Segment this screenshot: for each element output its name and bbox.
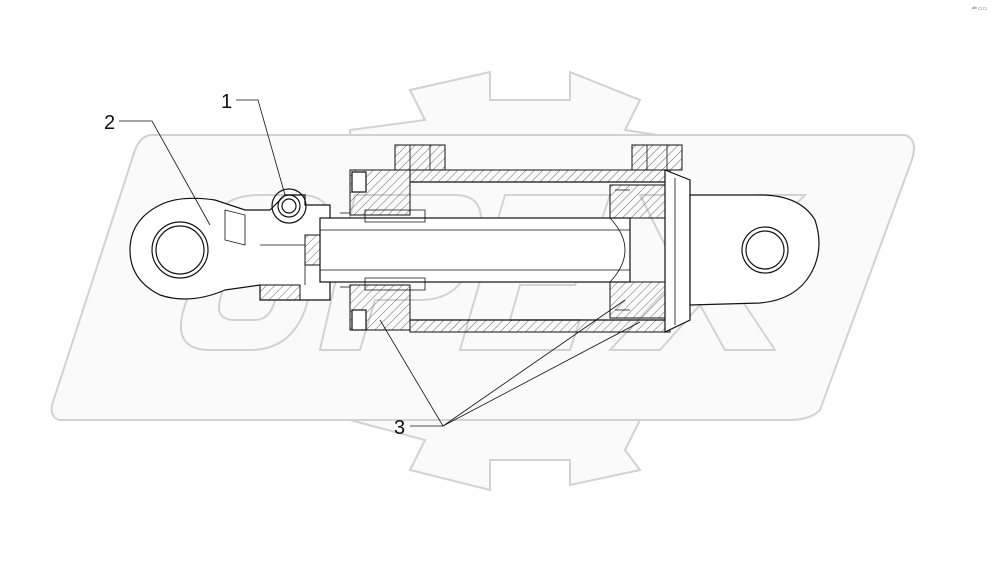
rod-eye-right [689,194,820,306]
grease-nipple [271,188,307,224]
base-cap [664,169,691,333]
callout-1: 1 [221,91,286,196]
corner-mark: ᵉᴹ ▭▭ [972,6,988,12]
piston [609,184,666,319]
callout-3: 3 [379,299,641,439]
cylinder-gland [340,169,426,331]
callout-2: 2 [104,112,211,226]
callout-label-2: 2 [104,112,115,134]
piston-rod [319,217,631,283]
callout-label-3: 3 [394,417,405,439]
callout-label-1: 1 [221,91,232,113]
rod-eye-left [129,194,331,301]
